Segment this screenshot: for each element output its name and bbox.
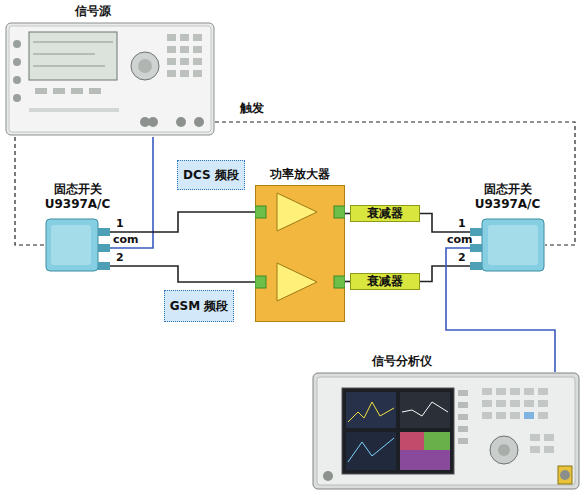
signal-generator: 信号源 xyxy=(5,22,215,137)
attenuator: 衰减器 xyxy=(350,273,420,290)
box-label: 衰减器 xyxy=(367,205,403,222)
band-callout: DCS 频段 xyxy=(177,160,245,190)
pin-label: 1 xyxy=(116,218,124,230)
signal-generator-drawing xyxy=(5,22,215,137)
device-label: 固态开关 U9397A/C xyxy=(35,182,120,212)
device-label: 固态开关 U9397A/C xyxy=(465,182,550,212)
attenuator: 衰减器 xyxy=(350,205,420,222)
solid-state-switch: 固态开关 U9397A/C xyxy=(45,215,110,275)
solid-state-switch-drawing xyxy=(470,215,545,275)
trigger-line xyxy=(15,137,45,245)
pin-label: 2 xyxy=(458,252,466,264)
pin-label: 1 xyxy=(458,218,466,230)
box-label: GSM 频段 xyxy=(170,298,229,315)
pin-label: 2 xyxy=(116,252,124,264)
amplifier-drawing xyxy=(255,185,345,322)
device-label: 信号分析仪 xyxy=(352,354,452,369)
signal-wire xyxy=(110,212,255,232)
band-callout: GSM 频段 xyxy=(164,290,235,322)
solid-state-switch: 固态开关 U9397A/C xyxy=(470,215,545,275)
power-amplifier: 功率放大器 xyxy=(255,185,345,322)
edge-label: 触发 xyxy=(240,101,264,116)
box-label: 衰减器 xyxy=(367,273,403,290)
signal-wire xyxy=(420,214,470,233)
box-label: DCS 频段 xyxy=(183,167,239,184)
pin-label: com xyxy=(447,234,473,246)
signal-wire xyxy=(110,266,255,282)
pin-label: com xyxy=(113,234,139,246)
signal-wire xyxy=(420,266,470,282)
signal-analyzer-drawing xyxy=(312,372,580,490)
solid-state-switch-drawing xyxy=(45,215,110,275)
device-label: 信号源 xyxy=(58,4,128,19)
signal-analyzer: 信号分析仪 xyxy=(312,372,580,490)
device-label: 功率放大器 xyxy=(245,167,355,182)
